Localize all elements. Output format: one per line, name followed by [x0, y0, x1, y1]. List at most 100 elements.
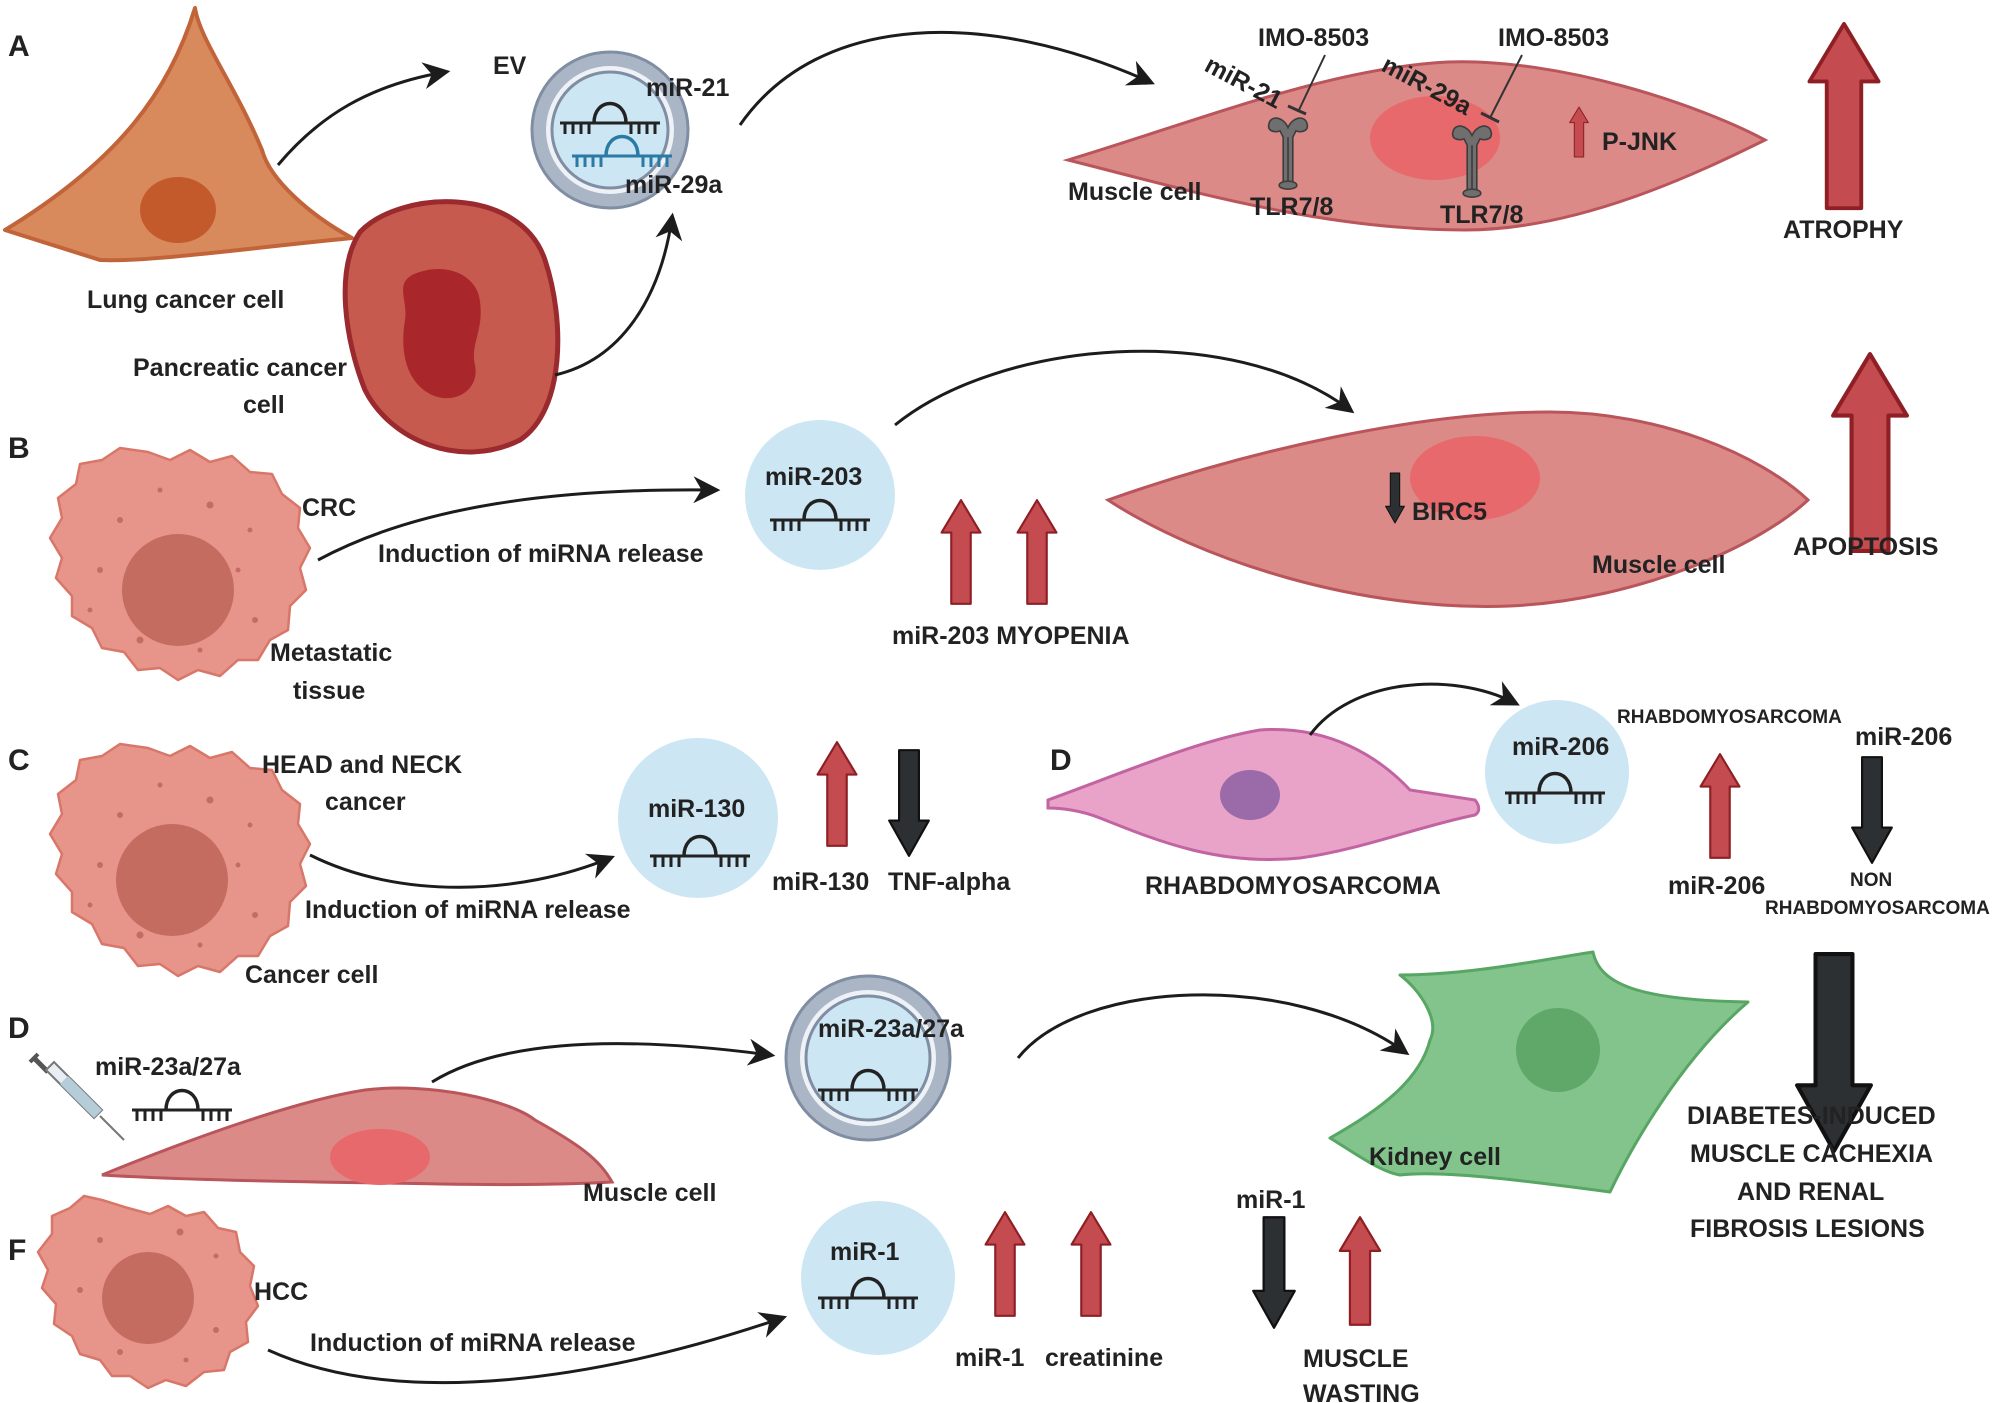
- syringe-icon: [28, 1052, 125, 1141]
- c-induction-label: Induction of miRNA release: [305, 896, 631, 924]
- kidney-cell-label: Kidney cell: [1369, 1143, 1501, 1171]
- cachexia-label-line1: DIABETES-INDUCED: [1687, 1102, 1936, 1130]
- hcc-label: HCC: [254, 1278, 308, 1306]
- lung-cell-nucleus: [140, 177, 216, 243]
- cachexia-label-line2: MUSCLE CACHEXIA: [1690, 1140, 1933, 1168]
- birc5-label: BIRC5: [1412, 498, 1487, 526]
- pancreatic-label-line1: Pancreatic cancer: [133, 354, 347, 382]
- arrow-crc-to-mir203: [317, 476, 721, 562]
- apoptosis-label: APOPTOSIS: [1793, 533, 1938, 561]
- f-induction-label: Induction of miRNA release: [310, 1329, 636, 1357]
- mir1-down-top-label: miR-1: [1236, 1186, 1306, 1214]
- panel-d-lower-label: D: [8, 1012, 30, 1045]
- mir203-vesicle-label: miR-203: [765, 463, 862, 491]
- creatinine-up-arrow: [1070, 1210, 1112, 1318]
- rhabdomyosarcoma-label: RHABDOMYOSARCOMA: [1145, 872, 1441, 900]
- mir130-up-arrow: [816, 740, 858, 848]
- muscle-cell-d-label: Muscle cell: [583, 1179, 716, 1207]
- lung-cancer-cell-label: Lung cancer cell: [87, 286, 284, 314]
- atrophy-up-arrow: [1809, 24, 1878, 208]
- pancreatic-cell-nucleus: [403, 269, 481, 399]
- head-neck-label-line2: cancer: [325, 788, 406, 816]
- panel-f-label: F: [8, 1234, 26, 1267]
- panel-a-label: A: [8, 30, 30, 63]
- arrow-lung-to-ev: [276, 62, 451, 166]
- wasting-label-line1: MUSCLE: [1303, 1345, 1409, 1373]
- imo-inhibit-bar-left: [1287, 104, 1307, 116]
- myopenia-up-arrow: [1016, 498, 1058, 606]
- mir1-vesicle-label: miR-1: [830, 1238, 900, 1266]
- atrophy-label: ATROPHY: [1783, 216, 1904, 244]
- head-neck-tumor-nucleus: [116, 824, 228, 936]
- mir1-vesicle: [801, 1201, 955, 1355]
- muscle-nucleus-b: [1410, 436, 1540, 520]
- imo-inhibit-bar-right: [1480, 111, 1500, 124]
- tnf-alpha-label: TNF-alpha: [888, 868, 1011, 896]
- apoptosis-up-arrow: [1833, 354, 1907, 551]
- cachexia-label-line4: FIBROSIS LESIONS: [1690, 1215, 1925, 1243]
- ev-mir21-label: miR-21: [646, 74, 729, 102]
- ev-mir29a-label: miR-29a: [625, 171, 723, 199]
- imo-label-right: IMO-8503: [1498, 24, 1609, 52]
- mir1-up-label: miR-1: [955, 1344, 1025, 1372]
- tlr-label-right: TLR7/8: [1440, 201, 1523, 229]
- metastatic-label-line1: Metastatic: [270, 639, 392, 667]
- arrow-ev-to-muscle: [738, 30, 1155, 126]
- panel-d-upper-label: D: [1050, 744, 1072, 777]
- arrow-cancer-to-mir130: [309, 853, 615, 889]
- pancreatic-label-line2: cell: [243, 391, 285, 419]
- muscle-cell-b-label: Muscle cell: [1592, 551, 1725, 579]
- mir206-up-label: miR-206: [1668, 872, 1765, 900]
- imo-inhibit-line-right: [1489, 54, 1523, 119]
- arrow-mir203-to-muscle: [894, 349, 1355, 427]
- crc-induction-label: Induction of miRNA release: [378, 540, 704, 568]
- arrow-rms-to-mir206: [1308, 681, 1520, 736]
- mir203-myopenia-label: miR-203 MYOPENIA: [892, 622, 1130, 650]
- injected-mir-label: miR-23a/27a: [95, 1053, 242, 1081]
- hcc-tumor-nucleus: [102, 1252, 194, 1344]
- lung-cancer-cell: [3, 6, 354, 263]
- crc-label: CRC: [302, 494, 356, 522]
- exosome-mir-label: miR-23a/27a: [818, 1015, 965, 1043]
- arrow-hcc-to-mir1: [267, 1312, 788, 1385]
- crc-tumor-granules: [87, 487, 258, 653]
- injected-mir-hairpin: [132, 1088, 232, 1122]
- non-label: NON: [1850, 870, 1892, 891]
- arrow-pancreatic-to-ev: [554, 212, 683, 377]
- mir130-up-label: miR-130: [772, 868, 869, 896]
- mir130-vesicle-label: miR-130: [648, 795, 745, 823]
- metastatic-label-line2: tissue: [293, 677, 365, 705]
- cancer-cell-label: Cancer cell: [245, 961, 378, 989]
- wasting-up-arrow: [1338, 1215, 1382, 1327]
- mir1-up-arrow: [984, 1210, 1026, 1318]
- rms-small-label: RHABDOMYOSARCOMA: [1617, 707, 1842, 728]
- mir206-up-arrow: [1699, 752, 1741, 860]
- non-rms-label: RHABDOMYOSARCOMA: [1765, 898, 1990, 919]
- head-neck-tumor-granules: [87, 782, 258, 948]
- ev-label: EV: [493, 52, 527, 80]
- muscle-cell-a-label: Muscle cell: [1068, 178, 1201, 206]
- imo-label-left: IMO-8503: [1258, 24, 1369, 52]
- rhabdomyosarcoma-nucleus: [1220, 770, 1280, 820]
- mir206-down-arrow: [1850, 755, 1894, 865]
- creatinine-label: creatinine: [1045, 1344, 1163, 1372]
- kidney-cell-nucleus: [1516, 1008, 1600, 1092]
- hcc-tumor-granules: [77, 1228, 219, 1363]
- pjnk-label: P-JNK: [1602, 128, 1677, 156]
- mir1-down-arrow: [1251, 1215, 1297, 1330]
- panel-b-label: B: [8, 432, 30, 465]
- mir203-up-arrow: [940, 498, 982, 606]
- cachexia-label-line3: AND RENAL: [1737, 1178, 1884, 1206]
- head-neck-label-line1: HEAD and NECK: [262, 751, 462, 779]
- tlr-label-left: TLR7/8: [1250, 193, 1333, 221]
- mir206-vesicle-label: miR-206: [1512, 733, 1609, 761]
- ev-vesicle-inner: [550, 70, 670, 190]
- imo-inhibit-line-left: [1297, 54, 1326, 113]
- panel-c-label: C: [8, 744, 30, 777]
- tnf-down-arrow: [887, 748, 931, 858]
- mir203-vesicle: [745, 420, 895, 570]
- wasting-label-line2: WASTING: [1303, 1380, 1420, 1403]
- mir206-down-top-label: miR-206: [1855, 723, 1952, 751]
